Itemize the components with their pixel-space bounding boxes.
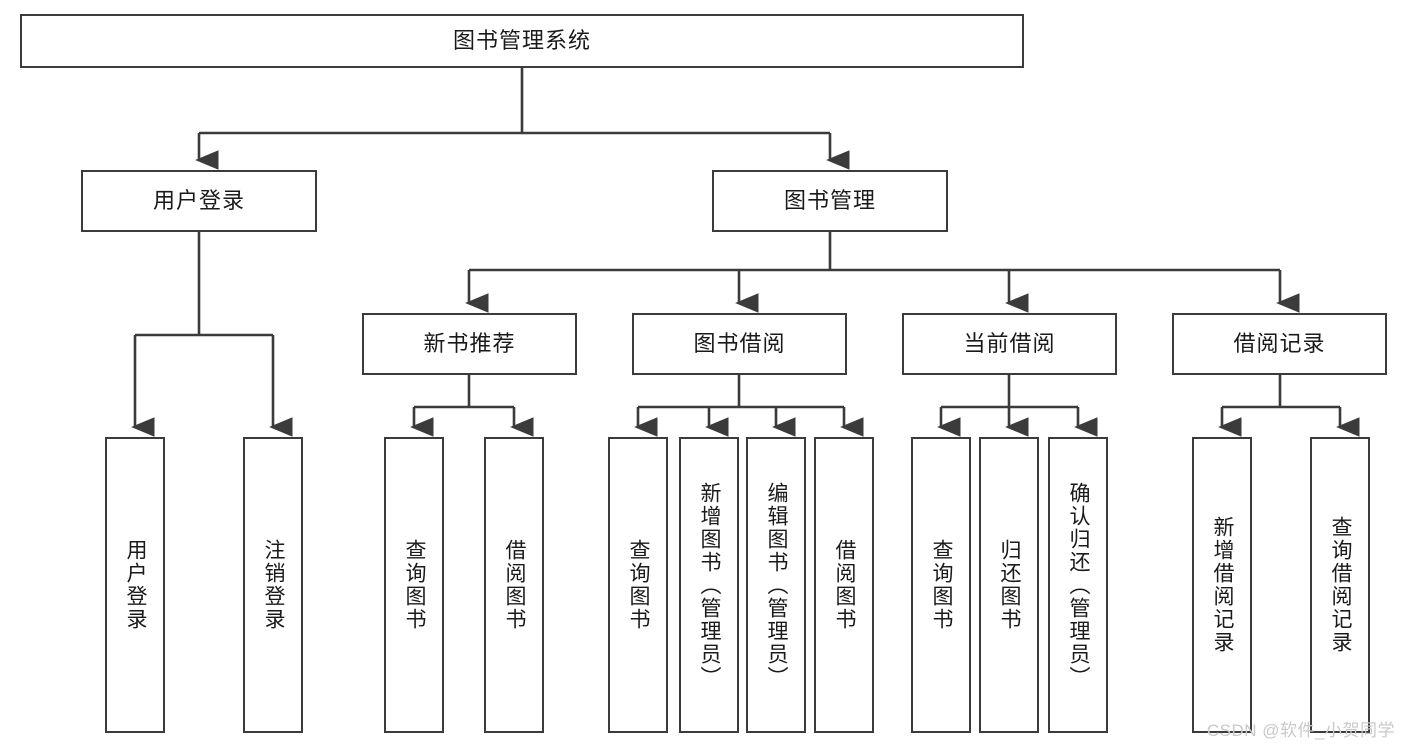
csdn-watermark: CSDN @软件_小贺同学 [1206,721,1395,740]
node-leaf-borrow-book-2-label: 借阅图书 [833,539,857,631]
node-user-login-label: 用户登录 [152,188,245,214]
node-user-login[interactable]: 用户登录 [81,170,317,232]
node-leaf-query-book-3[interactable]: 查询图书 [911,437,971,733]
node-leaf-edit-book-label: 编辑图书（管理员） [765,481,789,689]
node-root-system-label: 图书管理系统 [452,28,591,54]
node-current-borrow[interactable]: 当前借阅 [902,313,1117,375]
node-leaf-return-book-label: 归还图书 [998,539,1022,631]
node-leaf-query-book-1-label: 查询图书 [403,539,427,631]
node-book-manage[interactable]: 图书管理 [712,170,948,232]
node-leaf-user-login-label: 用户登录 [124,539,148,631]
node-leaf-logout-login-label: 注销登录 [262,539,286,631]
node-leaf-borrow-book-1-label: 借阅图书 [503,539,527,631]
node-leaf-confirm-return-label: 确认归还（管理员） [1067,481,1091,689]
node-book-borrow[interactable]: 图书借阅 [632,313,847,375]
node-leaf-return-book[interactable]: 归还图书 [979,437,1039,733]
node-borrow-record[interactable]: 借阅记录 [1172,313,1387,375]
node-leaf-logout-login[interactable]: 注销登录 [243,437,303,733]
node-leaf-add-record-label: 新增借阅记录 [1211,516,1235,654]
node-current-borrow-label: 当前借阅 [963,331,1056,357]
node-root-system[interactable]: 图书管理系统 [20,14,1024,68]
node-leaf-add-record[interactable]: 新增借阅记录 [1192,437,1252,733]
node-leaf-query-record[interactable]: 查询借阅记录 [1310,437,1370,733]
node-new-book-recommend-label: 新书推荐 [423,331,516,357]
node-leaf-user-login[interactable]: 用户登录 [105,437,165,733]
node-book-manage-label: 图书管理 [783,188,876,214]
node-leaf-add-book[interactable]: 新增图书（管理员） [679,437,739,733]
node-leaf-borrow-book-2[interactable]: 借阅图书 [814,437,874,733]
node-leaf-confirm-return[interactable]: 确认归还（管理员） [1048,437,1108,733]
node-leaf-query-book-1[interactable]: 查询图书 [384,437,444,733]
node-new-book-recommend[interactable]: 新书推荐 [362,313,577,375]
node-leaf-query-book-2[interactable]: 查询图书 [608,437,668,733]
node-borrow-record-label: 借阅记录 [1233,331,1326,357]
node-book-borrow-label: 图书借阅 [693,331,786,357]
node-leaf-edit-book[interactable]: 编辑图书（管理员） [746,437,806,733]
node-leaf-query-book-2-label: 查询图书 [627,539,651,631]
node-leaf-query-record-label: 查询借阅记录 [1329,516,1353,654]
node-leaf-query-book-3-label: 查询图书 [930,539,954,631]
node-leaf-borrow-book-1[interactable]: 借阅图书 [484,437,544,733]
node-leaf-add-book-label: 新增图书（管理员） [698,481,722,689]
